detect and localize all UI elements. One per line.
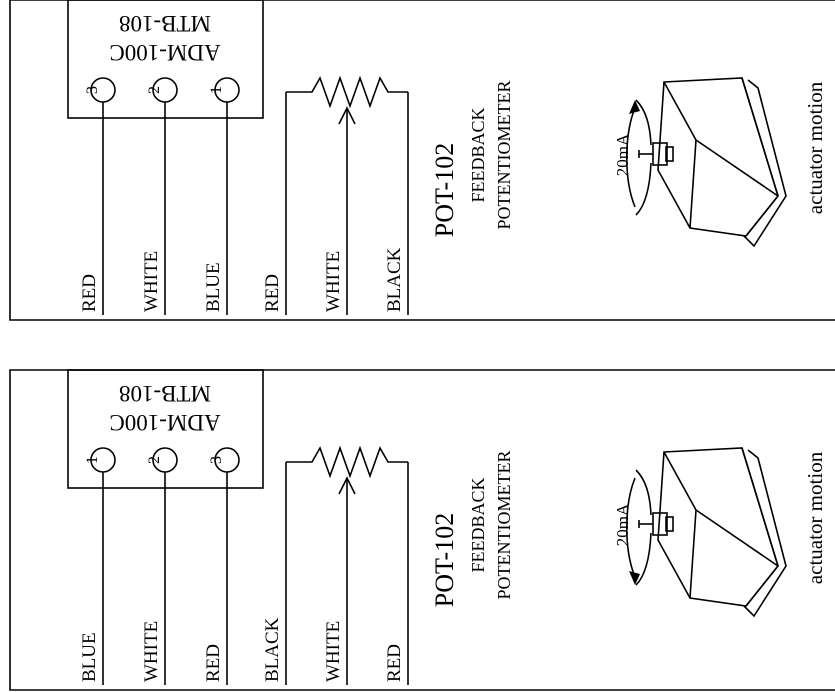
wire-label: WHITE bbox=[323, 621, 344, 682]
module-line2: ADM-100C bbox=[109, 40, 220, 65]
terminal-number-1: 3 bbox=[84, 86, 101, 94]
terminal-number-2: 2 bbox=[146, 456, 163, 464]
wire-label: BLACK bbox=[384, 247, 405, 312]
current-label: 20mA bbox=[613, 133, 632, 176]
pot-label: POT-102 bbox=[430, 143, 459, 237]
module-line2: ADM-100C bbox=[109, 410, 220, 435]
wire-label: BLUE bbox=[79, 632, 100, 682]
potentiometer-label: POTENTIOMETER bbox=[494, 81, 514, 230]
panel-bottom: MTB-108 ADM-100C 1 2 3 BLUE WHITE RED BL… bbox=[9, 369, 835, 691]
wire-label: BLUE bbox=[203, 262, 224, 312]
actuator-motion-label: actuator motion bbox=[803, 451, 827, 584]
feedback-label: FEEDBACK bbox=[468, 477, 488, 572]
current-label: 20mA bbox=[613, 503, 632, 546]
pot-label: POT-102 bbox=[430, 513, 459, 607]
terminal-number-2: 2 bbox=[146, 86, 163, 94]
module-line1: MTB-108 bbox=[119, 381, 211, 406]
panel-top: MTB-108 ADM-100C 3 2 1 RED WHITE BLUE RE… bbox=[9, 0, 835, 321]
current-arrow bbox=[626, 107, 636, 208]
wire-label: WHITE bbox=[141, 251, 162, 312]
actuator-motion-label: actuator motion bbox=[803, 81, 827, 214]
terminal-number-1: 1 bbox=[84, 456, 101, 464]
arrow-head-down-icon bbox=[629, 571, 640, 585]
potentiometer-label: POTENTIOMETER bbox=[494, 451, 514, 600]
terminal-number-3: 3 bbox=[208, 456, 225, 464]
wire-label: RED bbox=[203, 644, 224, 682]
module-line1: MTB-108 bbox=[119, 11, 211, 36]
current-arrow bbox=[626, 477, 636, 578]
arrow-head-up-icon bbox=[629, 100, 640, 114]
wire-label: RED bbox=[79, 274, 100, 312]
wire-label: WHITE bbox=[141, 621, 162, 682]
terminal-number-3: 1 bbox=[208, 86, 225, 94]
feedback-label: FEEDBACK bbox=[468, 107, 488, 202]
wire-label: WHITE bbox=[323, 251, 344, 312]
wire-label: RED bbox=[262, 274, 283, 312]
wire-label: BLACK bbox=[262, 617, 283, 682]
wire-label: RED bbox=[384, 644, 405, 682]
